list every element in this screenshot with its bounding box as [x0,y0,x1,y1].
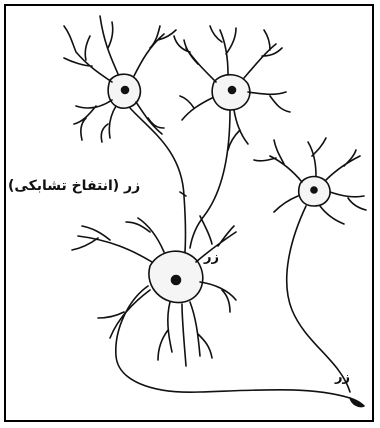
nucleus-top-center [229,87,236,94]
neuron-top-center [174,26,290,248]
nucleus-center [172,276,181,285]
neuron-center [72,218,364,407]
nucleus-top-left [122,87,129,94]
label-bouton-bottom: زر [335,370,350,385]
neuron-right [254,138,366,392]
nucleus-right [311,187,317,193]
label-synaptic-bouton: زر (انتفاخ تشابکی) [8,178,140,194]
label-bouton-center: زر [204,250,219,265]
